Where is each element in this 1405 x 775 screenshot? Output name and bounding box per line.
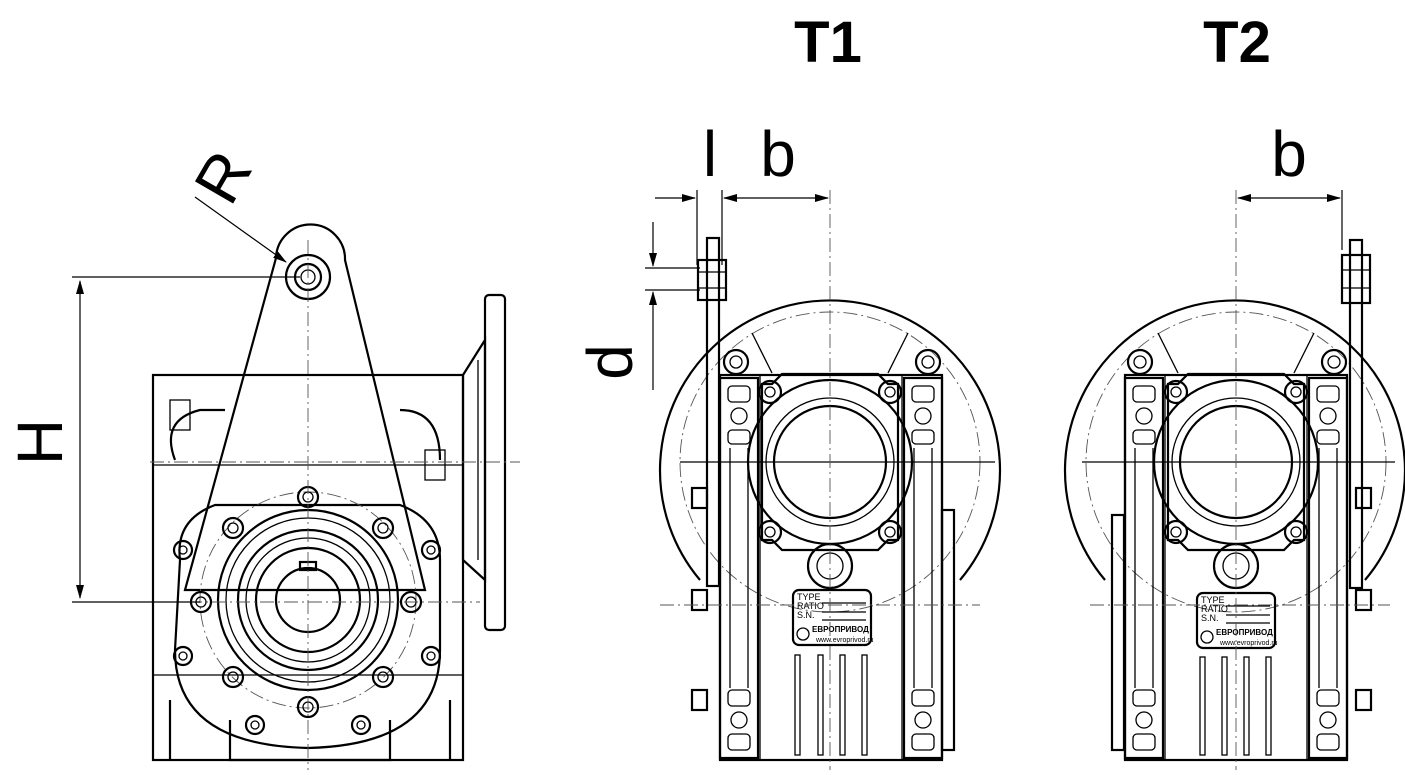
t2-website: www.evroprivod.ru [1219,640,1278,647]
t1-wheel-housing [658,299,1002,581]
t2-wheel-housing [1063,299,1405,581]
t1-type-label: TYPE [797,592,821,602]
t1-ratio-label: RATIO [797,601,824,611]
t2-type-label: TYPE [1201,595,1225,605]
torque-arm [183,223,427,592]
t2-logo-icon [1200,630,1214,644]
t2-fins [1199,656,1272,756]
t2-nameplate: TYPE RATIO S.N. ЕВРОПРИВОД www.evroprivo… [1195,591,1278,650]
t1-dim-l: l [703,118,717,190]
t1-website: www.evroprivod.ru [815,637,874,644]
side-view: H R [4,139,520,770]
t2-title: T2 [1203,10,1271,75]
dim-h-label: H [4,419,76,465]
t1-dim-b: b [760,118,796,190]
t2-torque-bracket [1348,238,1364,590]
t2-view: T2 TYPE RATIO S.N. ЕВРОПРИВОД www.evropr… [1063,10,1405,770]
t1-dim-d: d [574,344,646,380]
t1-view: T1 TYPE RATIO S.N. ЕВРОПРИВОД [574,10,1002,770]
t1-nameplate: TYPE RATIO S.N. ЕВРОПРИВОД www.evroprivo… [791,588,874,647]
input-flange-side [461,336,487,583]
flange-bolts [172,485,442,736]
t1-brand: ЕВРОПРИВОД [812,625,869,634]
dim-r-label: R [180,139,265,215]
t2-brand: ЕВРОПРИВОД [1216,628,1273,637]
t1-sn-label: S.N. [797,610,815,620]
t2-sn-label: S.N. [1201,613,1219,623]
t1-title: T1 [794,10,862,75]
t2-ratio-label: RATIO [1201,604,1228,614]
t2-dim-b: b [1271,118,1307,190]
t1-torque-bracket [705,236,721,588]
t1-logo-icon [796,627,810,641]
t1-fins [794,654,868,756]
